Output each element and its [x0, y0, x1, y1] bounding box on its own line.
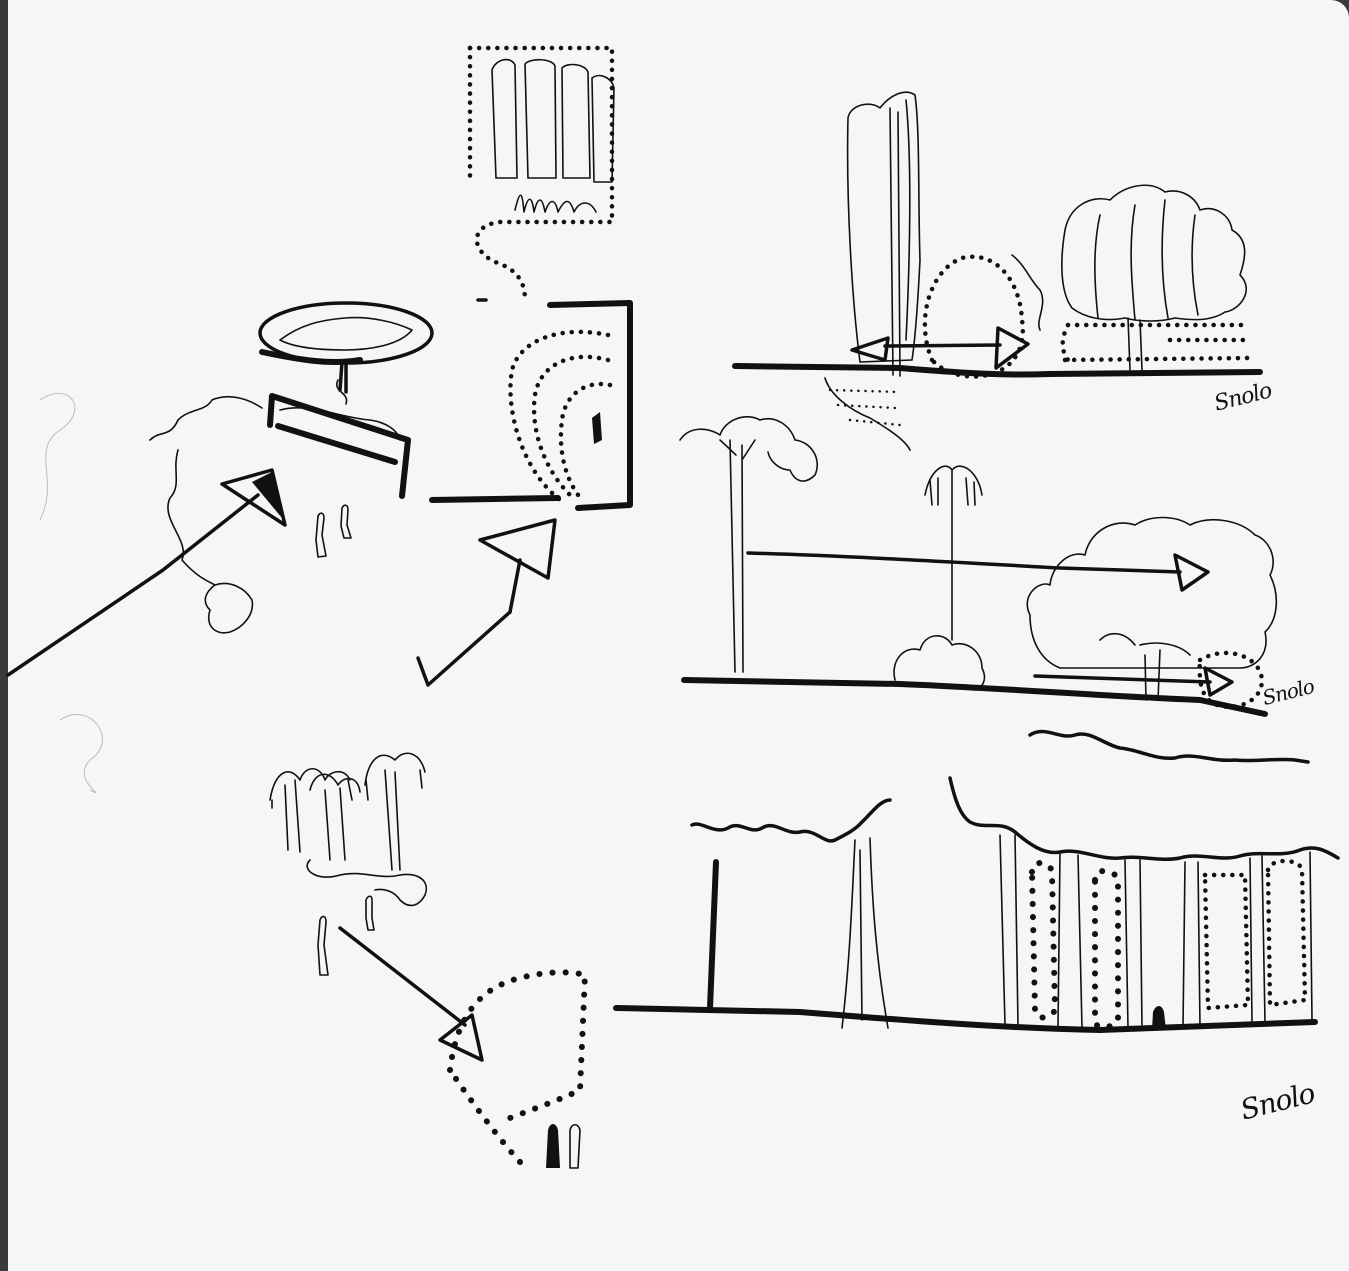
- palm-tree: [925, 466, 982, 640]
- dotted-fan: [450, 972, 585, 1162]
- tree-cluster-outline: [150, 397, 262, 633]
- embankment: [825, 378, 910, 450]
- large-canopy: [1027, 518, 1276, 669]
- palm-trees-cluster: [285, 770, 400, 870]
- person-figure: [318, 916, 328, 975]
- dotted-column-3: [1205, 875, 1248, 1008]
- section-sketch-bottom: [616, 778, 1338, 1030]
- building-legs: [515, 195, 596, 212]
- building-block-2: [525, 60, 556, 178]
- slanted-bar: [270, 396, 408, 496]
- person-figure: [570, 1125, 580, 1168]
- sketch-bottom-left-plan: [270, 753, 585, 1168]
- dotted-arc-inner: [561, 384, 610, 500]
- tree-trunks-colonnade: [1000, 835, 1312, 1028]
- building-block-3: [562, 65, 590, 178]
- wavy-line: [1030, 731, 1308, 762]
- arrow-shaft-center: [418, 612, 510, 685]
- vertical-post: [710, 862, 716, 1008]
- dotted-column-4: [1268, 861, 1305, 1005]
- view-arrow-lower: [1035, 676, 1210, 682]
- double-arrow: [885, 345, 1000, 346]
- person-silhouette: [546, 1124, 560, 1168]
- dotted-column-1: [1032, 863, 1055, 1018]
- tree-trunk: [1145, 650, 1160, 700]
- arrow-shaft-left: [8, 495, 258, 675]
- person-figure: [366, 896, 374, 930]
- section-sketch-top: [735, 92, 1260, 450]
- faint-vegetation-left: [40, 393, 75, 520]
- building-block-1: [492, 60, 517, 178]
- canopy-line-left: [692, 800, 890, 841]
- sketch-top-left-plan: [8, 48, 630, 685]
- canopy-stem: [340, 362, 346, 392]
- tree-trunk: [842, 838, 888, 1028]
- broadleaf-tree: [1062, 185, 1246, 321]
- dotted-column-2: [1095, 871, 1118, 1028]
- tree-trunk-left: [720, 440, 755, 672]
- canopy-line-right: [950, 778, 1338, 859]
- arrow-shaft-bottom: [340, 928, 465, 1025]
- dotted-arc-outer: [510, 332, 608, 500]
- person-silhouette: [1152, 1006, 1166, 1030]
- person-silhouette: [592, 412, 602, 444]
- arrow-head-bottom: [440, 1015, 482, 1060]
- person-figure: [316, 513, 326, 557]
- building-block-4: [592, 76, 614, 182]
- ground-line-bottom: [616, 1008, 1315, 1030]
- dotted-hedge: [1063, 325, 1250, 360]
- ground-line-middle: [684, 680, 1265, 714]
- section-sketch-middle: [680, 417, 1308, 762]
- view-arrow-upper: [748, 553, 1180, 572]
- faint-vegetation-bottom-left: [60, 715, 102, 793]
- person-figure: [341, 505, 351, 538]
- canopy-scribble: [280, 318, 412, 350]
